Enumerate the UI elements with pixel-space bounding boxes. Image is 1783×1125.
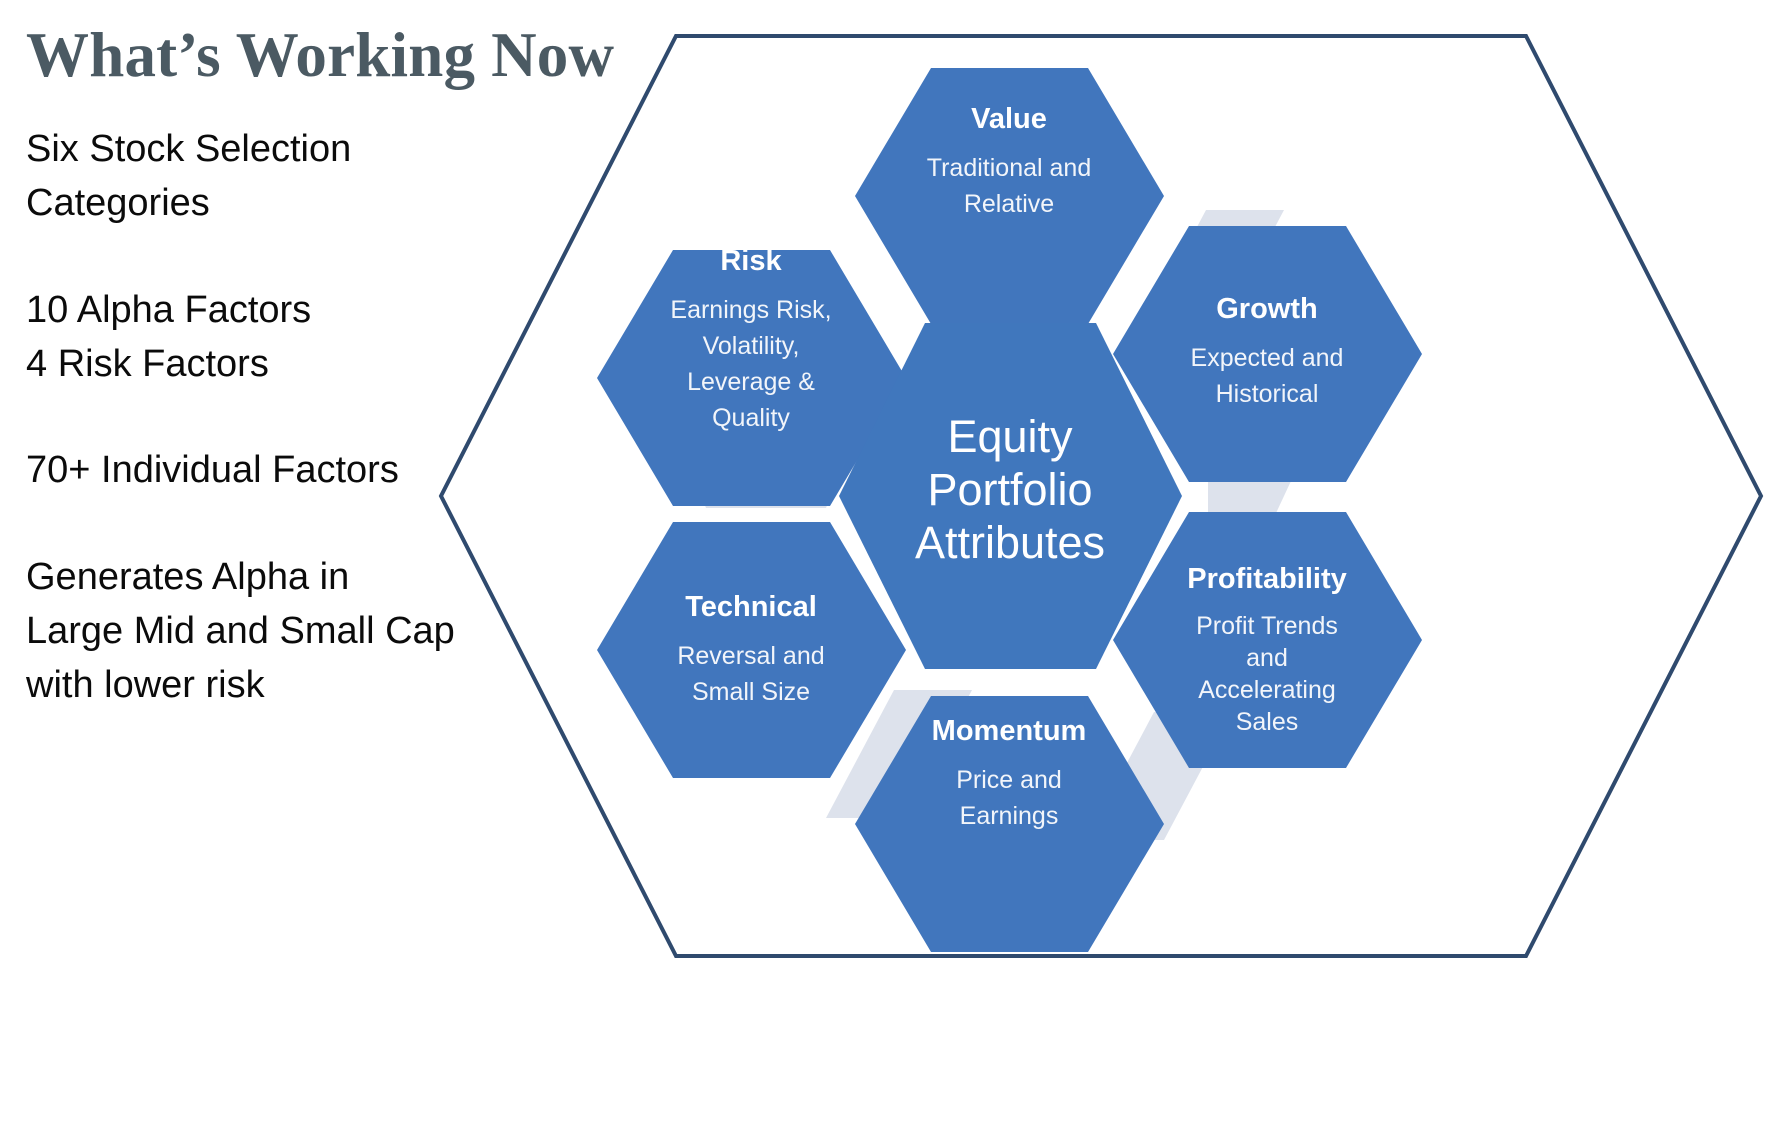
hexagon-momentum-sub-line-2: Earnings: [960, 802, 1059, 830]
bullet-paragraph-3: 70+ Individual Factors: [26, 449, 399, 492]
hexagon-momentum[interactable]: Momentum Price and Earnings: [855, 696, 1164, 952]
hexagon-risk-title: Risk: [720, 245, 782, 277]
center-label-line-2: Portfolio: [927, 464, 1092, 515]
hexagon-risk-sub-line-3: Leverage &: [687, 368, 815, 396]
hexagon-momentum-title: Momentum: [932, 715, 1087, 747]
hexagon-value[interactable]: Value Traditional and Relative: [855, 68, 1164, 324]
hexagon-center[interactable]: Equity Portfolio Attributes: [839, 323, 1182, 669]
hexagon-growth-sub-line-2: Historical: [1216, 380, 1319, 408]
hexagon-profitability-sub-line-4: Sales: [1236, 708, 1299, 736]
hexagon-technical-sub-line-2: Small Size: [692, 678, 810, 706]
center-label-line-3: Attributes: [915, 517, 1105, 568]
hexagon-value-sub-line-2: Relative: [964, 190, 1054, 218]
hexagon-risk-sub-line-2: Volatility,: [703, 332, 800, 360]
hexagon-growth[interactable]: Growth Expected and Historical: [1113, 226, 1422, 482]
bullet-paragraph-2: 10 Alpha Factors 4 Risk Factors: [26, 288, 312, 386]
hexagon-risk[interactable]: Risk Earnings Risk, Volatility, Leverage…: [597, 245, 906, 506]
hexagon-technical[interactable]: Technical Reversal and Small Size: [597, 522, 906, 778]
outer-hexagon-outline: [438, 34, 1764, 958]
left-text-column: What’s Working Now Six Stock Selection C…: [26, 22, 626, 713]
hexagon-risk-sub-line-4: Quality: [712, 404, 790, 432]
hexagon-momentum-sub-line-1: Price and: [956, 766, 1062, 794]
page-title: What’s Working Now: [26, 20, 615, 90]
hexagon-technical-sub-line-1: Reversal and: [677, 642, 824, 670]
hexagon-value-title: Value: [971, 103, 1047, 135]
hexagon-growth-sub-line-1: Expected and: [1191, 344, 1344, 372]
hexagon-profitability-sub-line-1: Profit Trends: [1196, 612, 1338, 640]
hexagon-profitability-sub-line-2: and: [1246, 644, 1288, 672]
hexagon-profitability-title: Profitability: [1187, 563, 1347, 595]
hexagon-profitability-sub-line-3: Accelerating: [1198, 676, 1336, 704]
hexagon-technical-title: Technical: [685, 591, 817, 623]
hexagon-growth-title: Growth: [1216, 293, 1318, 325]
hexagon-diagram: Risk Earnings Risk, Volatility, Leverage…: [436, 18, 1766, 973]
bullet-paragraph-1: Six Stock Selection Categories: [26, 128, 352, 225]
hexagon-profitability[interactable]: Profitability Profit Trends and Accelera…: [1113, 512, 1422, 768]
center-label-line-1: Equity: [947, 411, 1073, 462]
hexagon-risk-sub-line-1: Earnings Risk,: [670, 296, 831, 324]
bullet-paragraph-4: Generates Alpha in Large Mid and Small C…: [26, 555, 455, 707]
hexagon-value-sub-line-1: Traditional and: [927, 154, 1091, 182]
